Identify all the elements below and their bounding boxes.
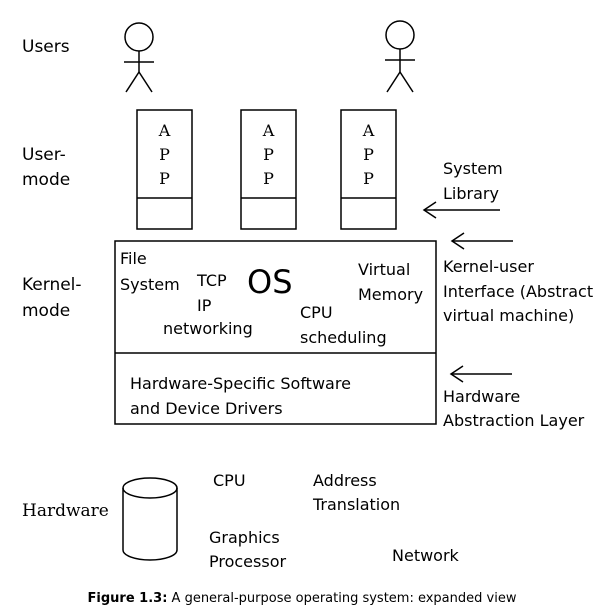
address-translation-line1: Address [313,471,377,490]
layer-label-kernel-mode-line2: mode [22,301,70,321]
app-box-1: A P P [136,109,193,230]
graphics-processor-line2: Processor [209,552,286,571]
app-1-letter-p2: P [159,169,170,188]
layer-label-user-mode-line2: mode [22,170,70,190]
file-system-line2: System [120,275,180,294]
layer-label-user-mode-line1: User- [22,145,66,165]
hal-line1: Hardware [443,387,520,406]
figure-caption: Figure 1.3: A general-purpose operating … [88,591,517,606]
kernel-user-interface-line2: Interface (Abstract [443,282,593,301]
virtual-memory-line2: Memory [358,285,423,304]
user-stick-figure-right [385,20,415,93]
app-1-letter-p1: P [159,145,170,164]
app-2-letter-p2: P [263,169,274,188]
layer-label-kernel-mode-line1: Kernel- [22,275,82,295]
cpu-scheduling-line1: CPU [300,303,333,322]
kernel-user-interface-line1: Kernel-user [443,257,534,276]
app-box-2: A P P [240,109,297,230]
app-3-letter-p2: P [363,169,374,188]
kernel-box [114,240,437,425]
os-title: OS [247,263,293,301]
cpu-scheduling-line2: scheduling [300,328,387,347]
app-3-letter-p1: P [363,145,374,164]
app-box-3: A P P [340,109,397,230]
ip-label: IP [197,296,212,315]
caption-label: Figure 1.3: [88,591,168,606]
hardware-software-line1: Hardware-Specific Software [130,374,351,393]
arrow-kernel-user-interface [450,232,513,250]
disk-cylinder-icon [122,477,178,561]
arrow-system-library [422,201,500,219]
graphics-processor-line1: Graphics [209,528,280,547]
user-stick-figure-left [124,22,154,93]
system-library-line2: Library [443,184,499,203]
arrow-hardware-abstraction-layer [449,365,512,383]
virtual-memory-line1: Virtual [358,260,410,279]
hardware-software-line2: and Device Drivers [130,399,283,418]
networking-label: networking [163,319,253,338]
hardware-network: Network [392,546,460,565]
address-translation-line2: Translation [312,495,400,514]
hardware-cpu: CPU [213,471,246,490]
app-2-letter-p1: P [263,145,274,164]
hal-line2: Abstraction Layer [443,411,585,430]
caption-text: A general-purpose operating system: expa… [167,591,516,606]
app-2-letter-a: A [262,121,275,140]
system-library-line1: System [443,159,503,178]
layer-label-users: Users [22,37,70,57]
app-3-letter-a: A [362,121,375,140]
file-system-line1: File [120,249,147,268]
tcp-label: TCP [196,271,227,290]
kernel-user-interface-line3: virtual machine) [443,306,574,325]
app-1-letter-a: A [158,121,171,140]
layer-label-hardware: Hardware [22,501,109,521]
